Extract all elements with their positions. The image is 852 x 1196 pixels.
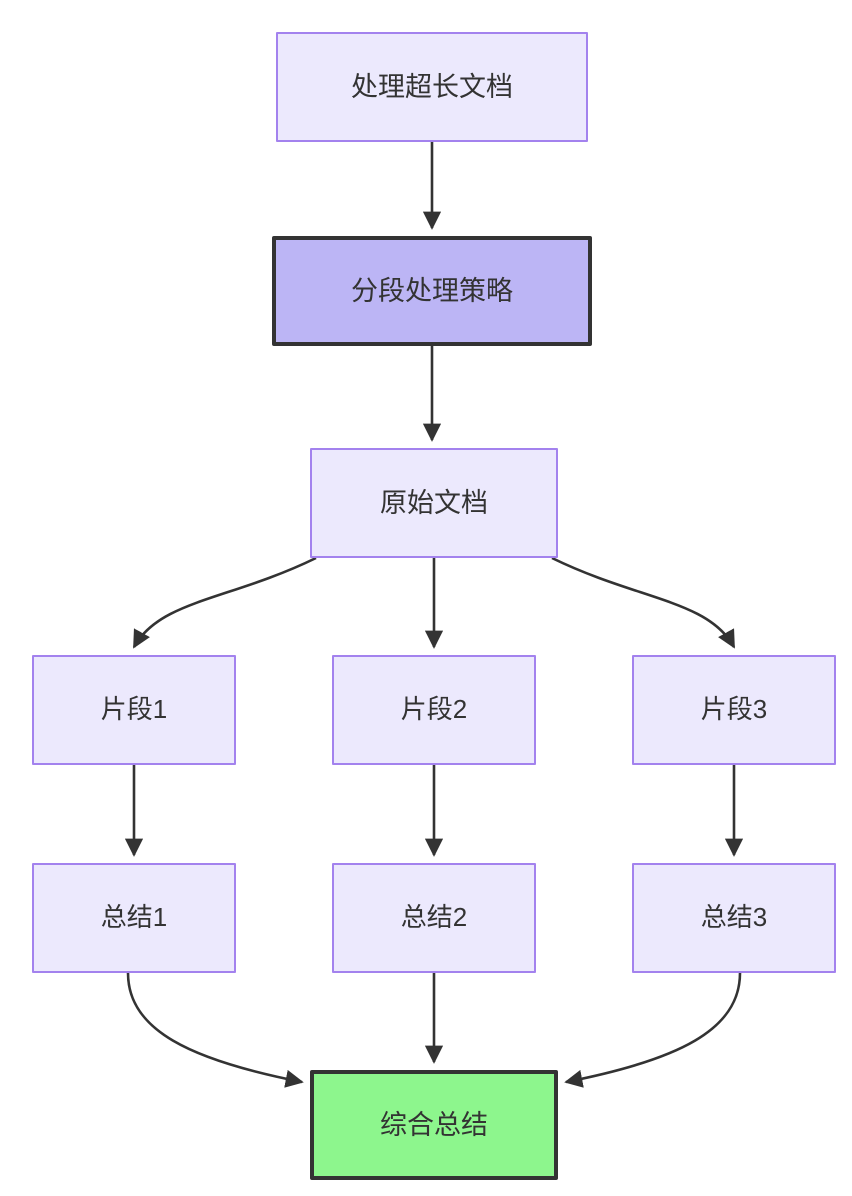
node-chunk-1[interactable]: 片段1 — [32, 655, 236, 765]
node-chunk-2[interactable]: 片段2 — [332, 655, 536, 765]
node-start-label: 处理超长文档 — [351, 71, 513, 102]
node-strategy-label: 分段处理策略 — [351, 275, 513, 306]
node-summary-1[interactable]: 总结1 — [32, 863, 236, 973]
node-summary-2[interactable]: 总结2 — [332, 863, 536, 973]
node-final-summary[interactable]: 综合总结 — [310, 1070, 558, 1180]
node-summary-2-label: 总结2 — [400, 902, 468, 933]
node-chunk-1-label: 片段1 — [100, 694, 168, 725]
edge-source-to-chunk3 — [551, 556, 736, 649]
node-chunk-3[interactable]: 片段3 — [632, 655, 836, 765]
edge-summary3-to-final — [564, 972, 742, 1088]
node-chunk-3-label: 片段3 — [700, 694, 768, 725]
node-source-document[interactable]: 原始文档 — [310, 448, 558, 558]
node-summary-3[interactable]: 总结3 — [632, 863, 836, 973]
node-strategy[interactable]: 分段处理策略 — [272, 236, 592, 346]
node-summary-1-label: 总结1 — [100, 902, 168, 933]
node-summary-3-label: 总结3 — [700, 902, 768, 933]
edge-source-to-chunk1 — [132, 556, 317, 649]
node-source-document-label: 原始文档 — [380, 487, 488, 518]
node-start[interactable]: 处理超长文档 — [276, 32, 588, 142]
node-final-summary-label: 综合总结 — [380, 1109, 488, 1140]
node-chunk-2-label: 片段2 — [400, 694, 468, 725]
edge-summary1-to-final — [126, 972, 304, 1088]
